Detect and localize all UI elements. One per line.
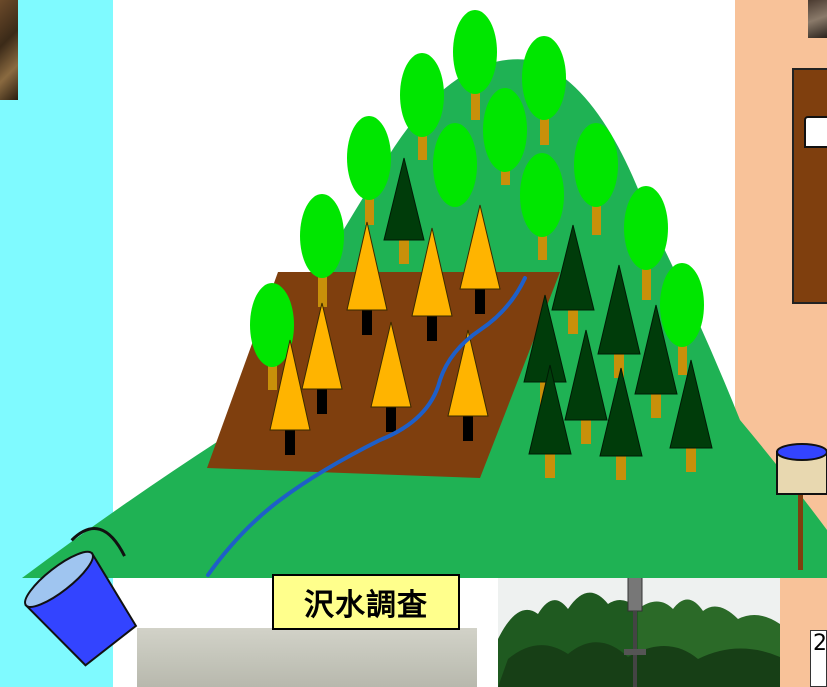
corner-text: 2 bbox=[810, 630, 827, 687]
broadleaf-tree bbox=[433, 123, 477, 207]
broadleaf-tree bbox=[624, 186, 668, 300]
broadleaf-tree bbox=[250, 283, 294, 390]
cedar-trees bbox=[383, 157, 713, 480]
soil-box bbox=[792, 68, 827, 304]
cedar-tree bbox=[564, 329, 608, 444]
cedar-tree bbox=[669, 359, 713, 472]
broadleaf-tree bbox=[574, 123, 618, 235]
broadleaf-tree bbox=[520, 153, 564, 260]
stream-icon bbox=[206, 276, 527, 577]
cedar-tree bbox=[634, 304, 678, 418]
broadleaf-tree bbox=[660, 263, 704, 375]
larch-tree bbox=[370, 321, 412, 432]
broadleaf-tree bbox=[453, 10, 497, 120]
larch-tree bbox=[346, 221, 388, 335]
cedar-tree bbox=[599, 367, 643, 480]
bucket-icon bbox=[24, 527, 138, 667]
cedar-tree bbox=[597, 264, 641, 378]
larch-tree bbox=[459, 204, 501, 314]
stream-water-survey-label: 沢水調査 bbox=[272, 574, 460, 630]
broadleaf-tree bbox=[347, 116, 391, 225]
cedar-tree bbox=[383, 157, 425, 264]
broadleaf-tree bbox=[400, 53, 444, 160]
soil-photo bbox=[0, 0, 18, 100]
larch-trees bbox=[269, 204, 501, 455]
container-icon bbox=[804, 116, 827, 148]
site-photo bbox=[808, 0, 827, 38]
cedar-tree bbox=[528, 364, 572, 478]
water-sample-photo bbox=[137, 628, 477, 687]
cedar-tree bbox=[551, 224, 595, 334]
rain-gauge-icon bbox=[776, 443, 827, 570]
larch-tree bbox=[447, 329, 489, 441]
larch-tree bbox=[411, 227, 453, 341]
broadleaf-tree bbox=[300, 194, 344, 307]
broadleaf-trees bbox=[250, 10, 704, 390]
larch-tree bbox=[301, 302, 343, 414]
larch-tree bbox=[269, 339, 311, 455]
broadleaf-tree bbox=[483, 88, 527, 185]
broadleaf-tree bbox=[522, 36, 566, 145]
